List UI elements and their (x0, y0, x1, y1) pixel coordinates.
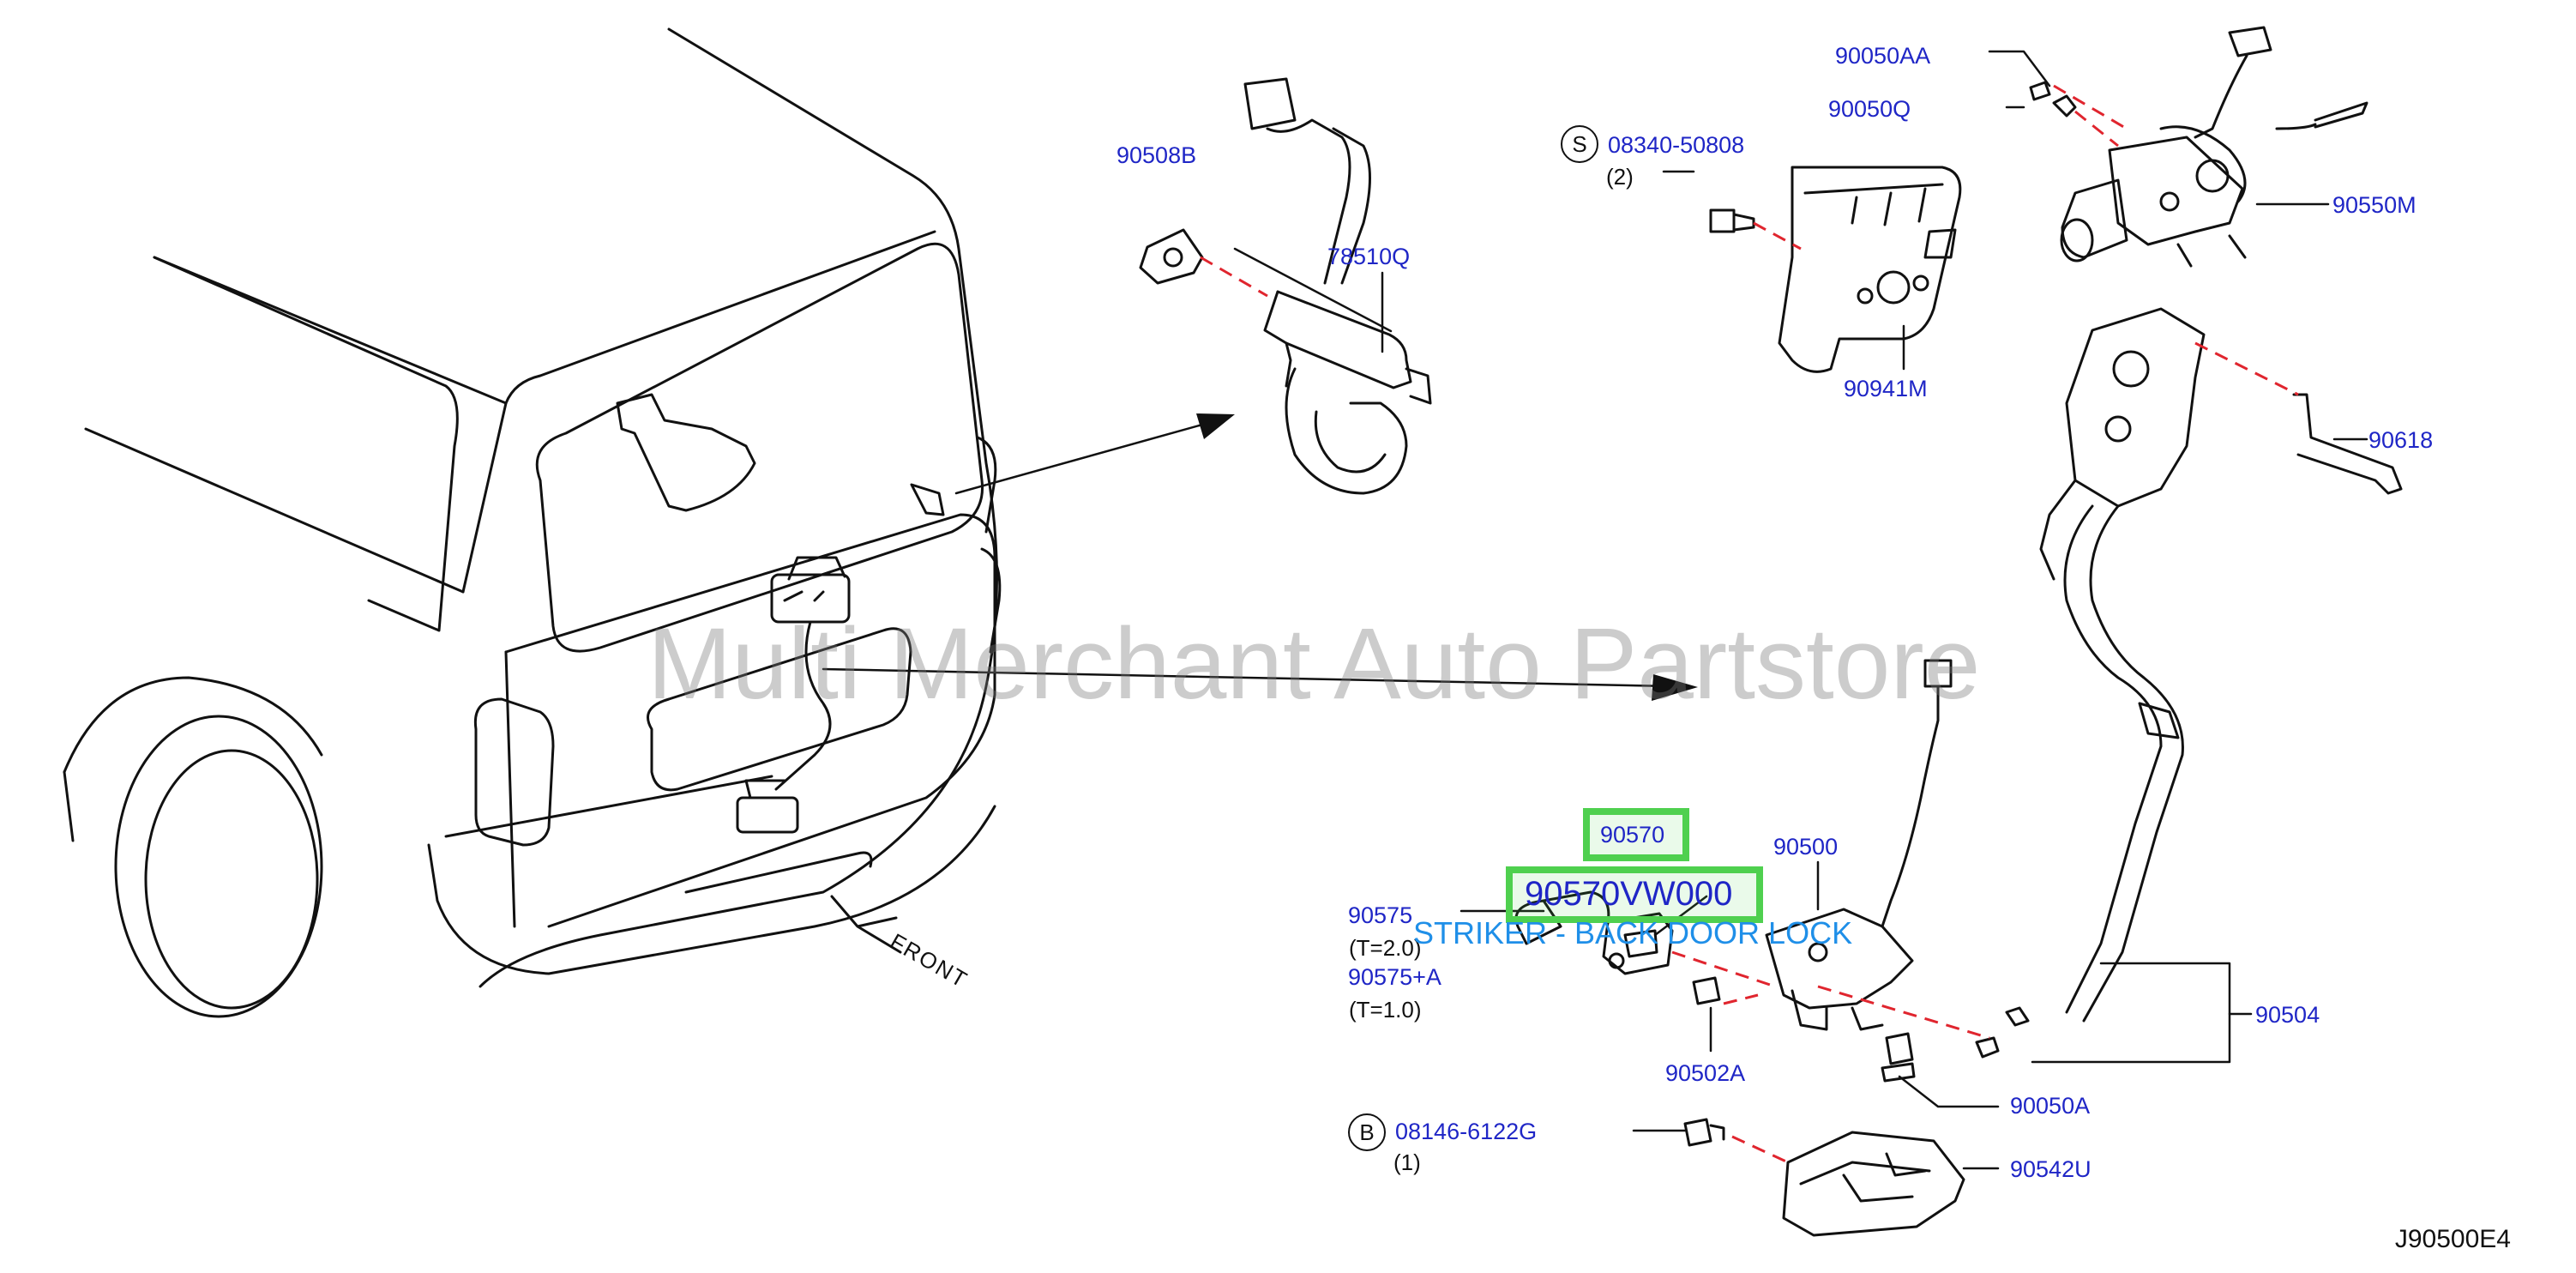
part-label-90542U[interactable]: 90542U (2010, 1156, 2091, 1182)
part-label-78510Q[interactable]: 78510Q (1327, 244, 1411, 269)
back-door-latch-assembly-illustration (2039, 307, 2403, 1023)
symbol-s-circle: S (1561, 125, 1598, 163)
symbol-b-circle: B (1348, 1113, 1386, 1151)
highlighted-part-number[interactable]: 90570VW000 (1525, 875, 1733, 913)
van-body-illustration (63, 27, 1002, 1018)
part-label-90618[interactable]: 90618 (2368, 427, 2434, 453)
part-label-90500[interactable]: 90500 (1773, 834, 1839, 860)
latch-lower-cover-illustration (1782, 1131, 1965, 1237)
lock-actuator-illustration (1139, 77, 1432, 495)
part-label-90050AA[interactable]: 90050AA (1835, 43, 1931, 69)
part-label-90504[interactable]: 90504 (2255, 1002, 2320, 1028)
part-label-90575-a[interactable]: 90575+A (1348, 964, 1441, 990)
part-label-90502A[interactable]: 90502A (1665, 1060, 1746, 1086)
lock-cover-illustration (1709, 166, 1962, 373)
thickness-note-2-0: (T=2.0) (1349, 935, 1422, 961)
highlight-box-part-number (1506, 866, 1763, 923)
part-label-90550M[interactable]: 90550M (2332, 192, 2417, 218)
thickness-note-1-0: (T=1.0) (1349, 997, 1422, 1023)
power-close-motor-illustration (2029, 26, 2368, 268)
highlight-box-90570 (1583, 808, 1689, 861)
part-label-90050A[interactable]: 90050A (2010, 1093, 2091, 1119)
part-label-08146-6122G[interactable]: 08146-6122G (1395, 1119, 1538, 1144)
arrowhead-lower (1652, 674, 1698, 701)
part-label-90575[interactable]: 90575 (1348, 902, 1413, 928)
part-label-90050Q[interactable]: 90050Q (1828, 96, 1911, 122)
diagram-code: J90500E4 (2394, 1225, 2511, 1253)
part-label-08340-50808[interactable]: 08340-50808 (1608, 132, 1745, 158)
part-label-90570[interactable]: 90570 (1600, 822, 1665, 848)
part-label-90508B[interactable]: 90508B (1116, 142, 1197, 168)
arrowhead-upper (1196, 413, 1235, 439)
highlighted-part-description: STRIKER - BACK DOOR LOCK (1413, 915, 1853, 950)
quantity-note-1: (1) (1393, 1149, 1421, 1175)
leader-lines (822, 50, 2368, 1170)
quantity-note-2: (2) (1606, 164, 1634, 190)
part-label-90941M[interactable]: 90941M (1844, 376, 1928, 401)
red-dash-assembly-lines (1200, 84, 2299, 1164)
